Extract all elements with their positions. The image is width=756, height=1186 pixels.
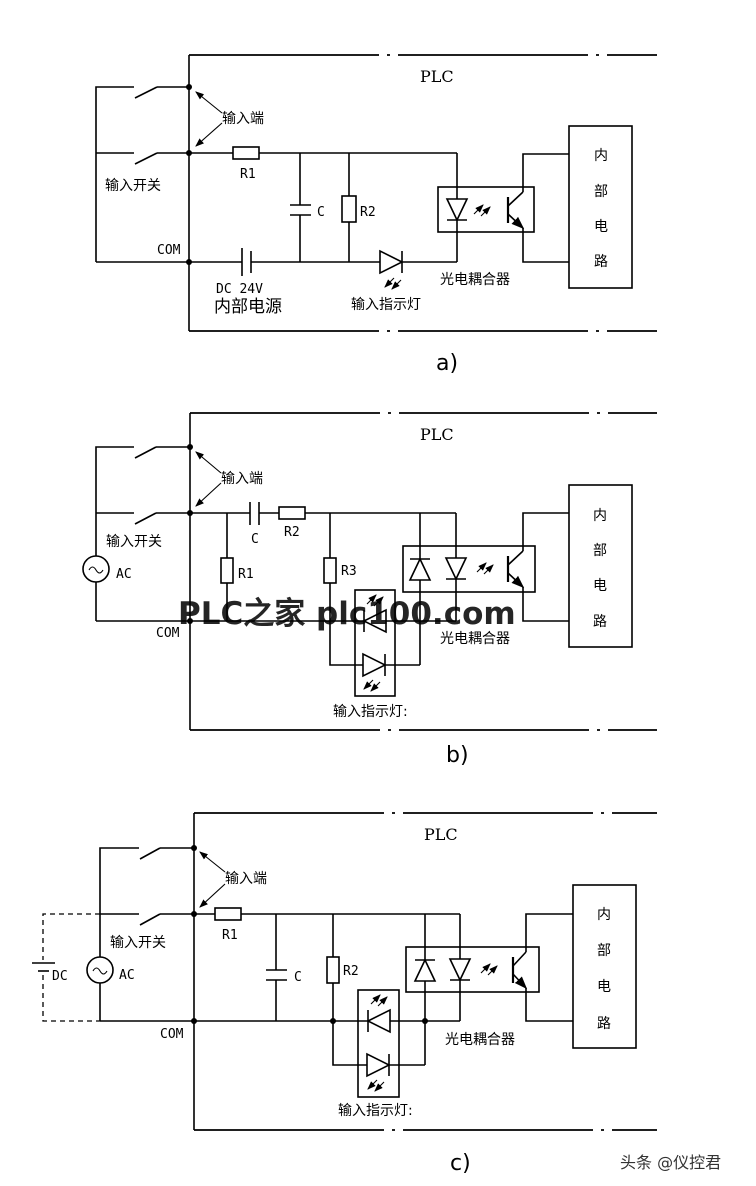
input-terminal-arrows <box>199 851 226 908</box>
capacitor-c <box>249 502 279 525</box>
internal-circuit-char: 电 <box>594 219 608 235</box>
resistor-r3 <box>323 513 421 666</box>
capacitor-c <box>266 914 287 1021</box>
internal-circuit-char: 电 <box>597 979 611 995</box>
input-switch-label: 输入开关 <box>105 178 161 194</box>
indicator-label: 输入指示灯: <box>333 704 408 720</box>
r2-label: R2 <box>343 964 359 979</box>
c-label: C <box>251 532 259 547</box>
input-switch-1 <box>95 86 189 262</box>
indicator-label: 输入指示灯: <box>338 1103 413 1119</box>
input-switch-1 <box>95 446 190 556</box>
dc-voltage-label: DC 24V <box>216 282 263 297</box>
optocoupler <box>437 153 569 263</box>
ac-source <box>86 956 114 1021</box>
input-terminal-label: 输入端 <box>222 111 264 127</box>
input-terminal-arrows <box>195 451 222 507</box>
ac-label: AC <box>119 968 135 983</box>
internal-circuit-char: 内 <box>594 148 608 164</box>
input-terminal-arrows <box>195 91 223 147</box>
ac-source <box>82 555 110 621</box>
resistor-r1 <box>232 146 260 160</box>
input-switch-1 <box>99 847 194 957</box>
r2-label: R2 <box>360 205 376 220</box>
terminal-dot <box>191 911 197 917</box>
resistor-r1 <box>220 513 234 621</box>
dc-label: DC <box>52 969 68 984</box>
internal-circuit-char: 路 <box>593 614 607 630</box>
internal-circuit-box: 内 部 电 路 <box>572 884 637 1049</box>
optocoupler-label: 光电耦合器 <box>445 1032 515 1048</box>
resistor-r2 <box>326 914 426 1066</box>
indicator-leds <box>357 989 400 1098</box>
terminal-dot <box>186 150 192 156</box>
caption-c: c) <box>450 1151 471 1176</box>
com-label: COM <box>160 1027 184 1042</box>
plc-label: PLC <box>420 67 454 86</box>
internal-circuit-box: 内 部 电 路 <box>568 125 633 289</box>
indicator-label: 输入指示灯 <box>351 297 421 313</box>
indicator-led <box>379 249 404 289</box>
resistor-r2 <box>278 506 306 520</box>
plc-boundary <box>189 412 657 731</box>
input-switch-label: 输入开关 <box>110 935 166 951</box>
internal-circuit-char: 路 <box>597 1016 611 1032</box>
terminal-dot <box>187 444 193 450</box>
optocoupler-label: 光电耦合器 <box>440 631 510 647</box>
input-switch-label: 输入开关 <box>106 534 162 550</box>
watermark: PLC之家 plc100.com <box>178 596 516 632</box>
optocoupler <box>402 512 569 622</box>
caption-a: a) <box>436 351 458 376</box>
diagram-c: PLC AC DC <box>32 812 657 1176</box>
input-switch-2 <box>96 512 250 525</box>
r1-label: R1 <box>222 928 238 943</box>
plc-label: PLC <box>424 825 458 844</box>
caption-b: b) <box>446 743 469 768</box>
terminal-dot <box>191 845 197 851</box>
input-switch-2 <box>100 913 215 926</box>
plc-boundary <box>193 812 657 1131</box>
terminal-dot <box>187 510 193 516</box>
indicator-leds <box>354 589 396 697</box>
internal-power-label: 内部电源 <box>214 297 282 317</box>
internal-circuit-char: 内 <box>593 508 607 524</box>
plc-label: PLC <box>420 425 454 444</box>
c-label: C <box>294 970 302 985</box>
c-label: C <box>317 205 325 220</box>
r1-label: R1 <box>240 167 256 182</box>
diagram-a: PLC 输入端 输入开关 COM R1 C <box>95 54 657 376</box>
internal-circuit-char: 路 <box>594 254 608 270</box>
resistor-r1 <box>214 907 242 921</box>
internal-circuit-char: 部 <box>593 543 607 559</box>
internal-circuit-char: 内 <box>597 907 611 923</box>
input-terminal-label: 输入端 <box>221 471 263 487</box>
diagram-b: PLC AC 输入端 输入开关 COM <box>82 412 657 768</box>
internal-circuit-box: 内 部 电 路 <box>568 484 633 648</box>
capacitor-c <box>290 153 311 262</box>
r1-label: R1 <box>238 567 254 582</box>
com-label: COM <box>156 626 180 641</box>
dc-battery <box>241 248 252 276</box>
com-label: COM <box>157 243 181 258</box>
r2-label: R2 <box>284 525 300 540</box>
input-terminal-label: 输入端 <box>225 871 267 887</box>
r3-label: R3 <box>341 564 357 579</box>
input-switch-2 <box>96 152 233 165</box>
optocoupler <box>405 913 573 1022</box>
terminal-dot <box>186 84 192 90</box>
optocoupler-label: 光电耦合器 <box>440 272 510 288</box>
ac-label: AC <box>116 567 132 582</box>
resistor-r2 <box>341 153 357 262</box>
internal-circuit-char: 部 <box>594 184 608 200</box>
dc-source-optional <box>32 913 100 1022</box>
plc-boundary <box>188 54 657 332</box>
internal-circuit-char: 部 <box>597 943 611 959</box>
internal-circuit-char: 电 <box>593 578 607 594</box>
attribution: 头条 @仪控君 <box>620 1153 721 1172</box>
